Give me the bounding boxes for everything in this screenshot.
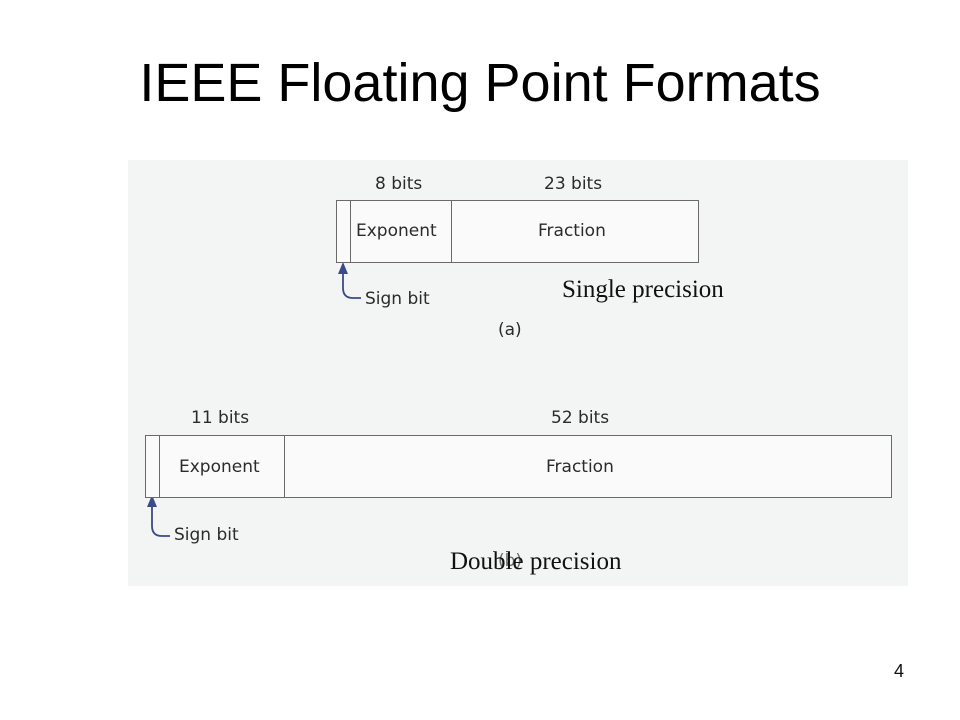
single-sublabel: (a)	[498, 320, 522, 340]
double-exponent-field: Exponent	[179, 457, 260, 477]
single-precision-format-box: Exponent Fraction	[336, 200, 699, 263]
single-exponent-bits-label: 8 bits	[375, 174, 423, 194]
single-precision-caption: Single precision	[562, 276, 724, 303]
double-sublabel: (b)	[498, 551, 523, 571]
double-precision-caption: Double precision	[450, 548, 622, 575]
single-fraction-field: Fraction	[538, 221, 606, 241]
page-number: 4	[893, 661, 904, 681]
slide-title: IEEE Floating Point Formats	[139, 53, 821, 113]
double-precision-format-box: Exponent Fraction	[145, 435, 892, 498]
single-fraction-bits-label: 23 bits	[544, 174, 603, 194]
formats-figure: 8 bits 23 bits Exponent Fraction Sign bi…	[128, 160, 908, 586]
double-fraction-bits-label: 52 bits	[551, 408, 610, 428]
double-sign-divider	[159, 436, 160, 497]
single-exponent-field: Exponent	[356, 221, 437, 241]
double-sign-bit-label: Sign bit	[174, 525, 239, 545]
single-sign-bit-label: Sign bit	[365, 289, 430, 309]
single-sign-bit-arrow-icon	[147, 262, 361, 537]
single-sign-divider	[350, 201, 351, 262]
double-exponent-bits-label: 11 bits	[191, 408, 250, 428]
double-fraction-field: Fraction	[546, 457, 614, 477]
single-exponent-divider	[451, 201, 452, 262]
double-exponent-divider	[284, 436, 285, 497]
